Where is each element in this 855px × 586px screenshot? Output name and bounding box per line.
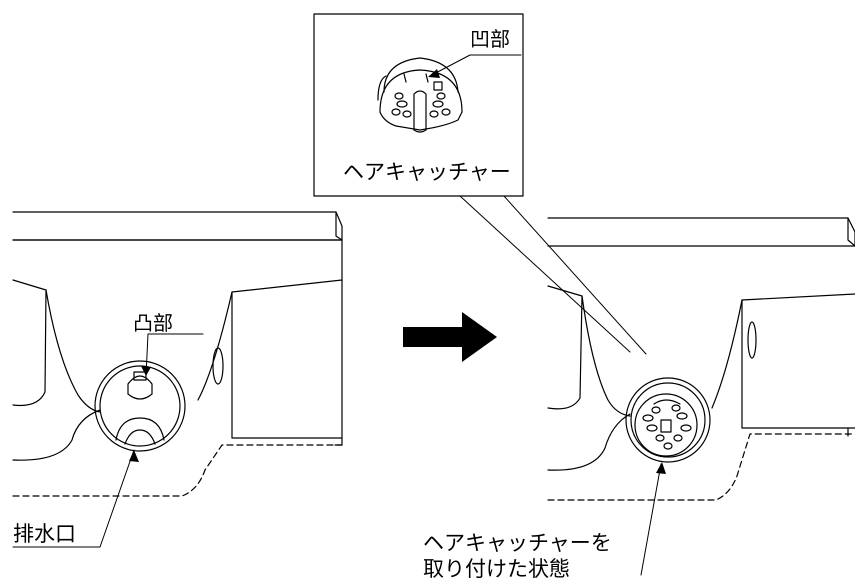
hair-catcher-label: ヘアキャッチャー bbox=[343, 160, 511, 184]
protrusion-label: 凸部 bbox=[133, 311, 173, 335]
drain-label: 排水口 bbox=[13, 522, 76, 546]
recess-label: 凹部 bbox=[470, 27, 510, 51]
right-arrow-icon bbox=[403, 312, 497, 362]
hair-catcher-callout bbox=[313, 13, 647, 355]
installed-state-line-1: ヘアキャッチャーを bbox=[423, 531, 612, 555]
left-tub-illustration bbox=[12, 211, 343, 548]
installed-state-label: ヘアキャッチャーを 取り付けた状態 bbox=[423, 530, 612, 583]
right-tub-illustration bbox=[547, 217, 855, 576]
installed-state-line-2: 取り付けた状態 bbox=[423, 557, 570, 582]
